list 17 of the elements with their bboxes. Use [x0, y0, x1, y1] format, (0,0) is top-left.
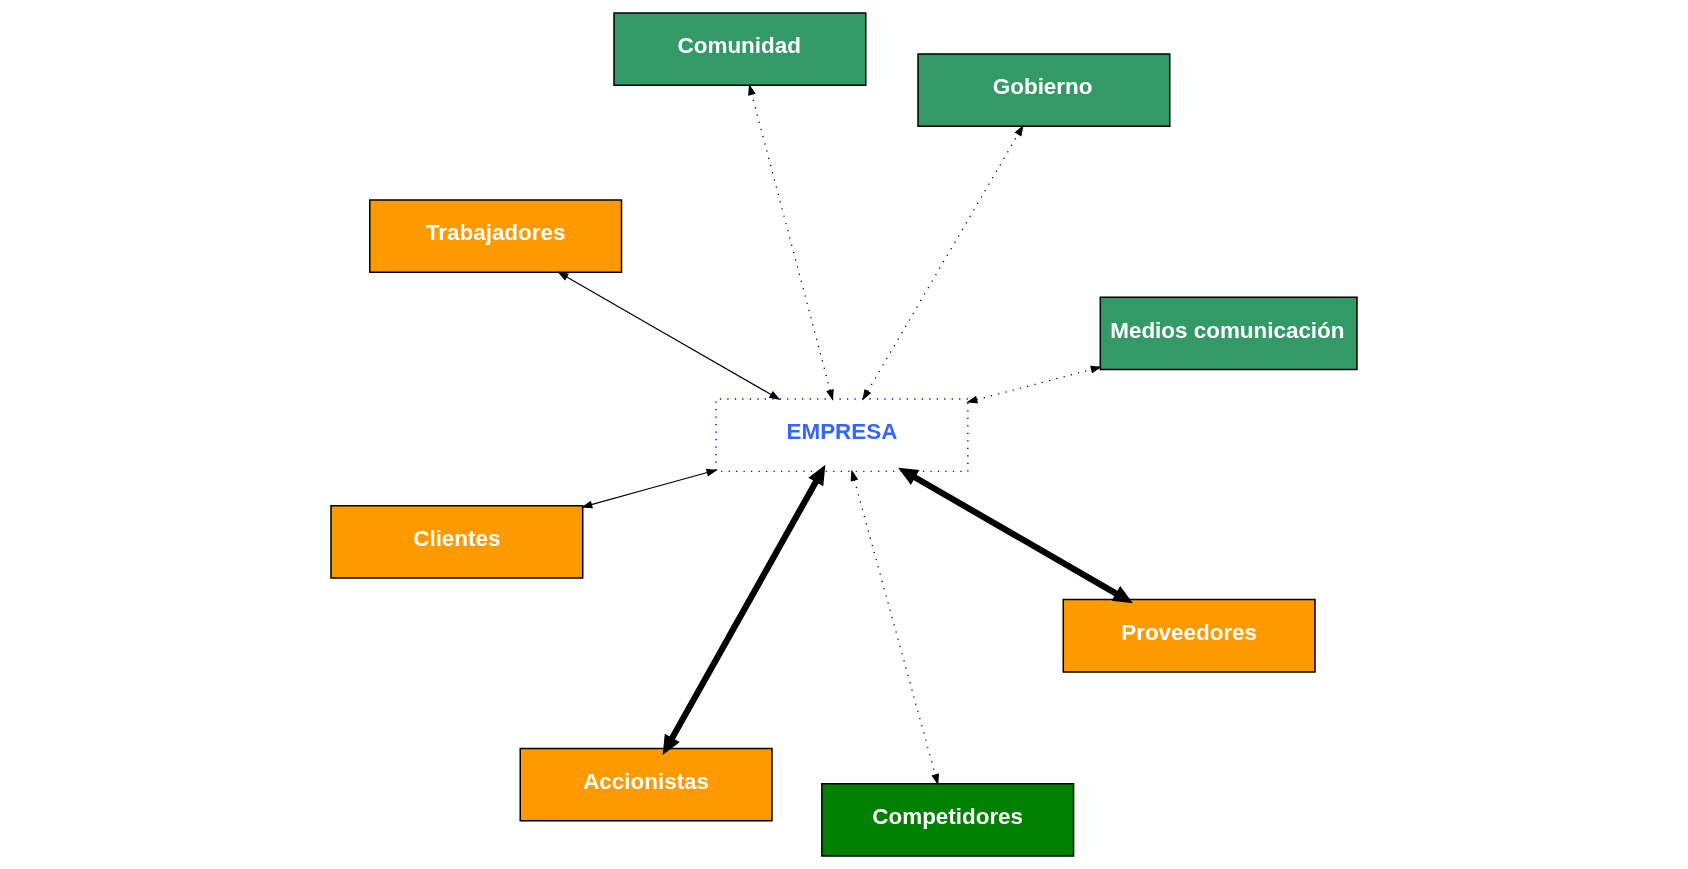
- node-box: Proveedores: [1062, 598, 1316, 673]
- arrow: [748, 83, 834, 401]
- arrow: [862, 124, 1024, 401]
- node-box: Medios comunicación: [1099, 296, 1358, 371]
- arrow: [898, 467, 1133, 604]
- node-box: Clientes: [330, 504, 584, 579]
- node-box: Accionistas: [519, 747, 773, 822]
- arrow: [557, 271, 781, 400]
- arrow: [662, 464, 826, 755]
- node-box: Gobierno: [917, 53, 1171, 128]
- node-box: EMPRESA: [715, 398, 969, 473]
- arrow: [850, 469, 940, 786]
- node-box: Trabajadores: [369, 199, 623, 274]
- node-box: Comunidad: [613, 12, 867, 87]
- arrow: [581, 468, 718, 509]
- node-box: Competidores: [821, 782, 1075, 857]
- arrow: [966, 365, 1102, 404]
